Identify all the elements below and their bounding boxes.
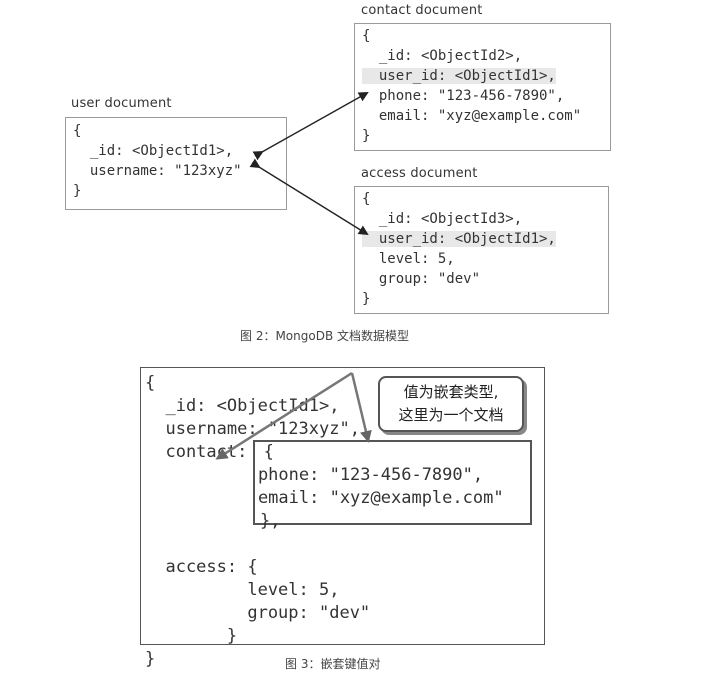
code-line: {	[362, 28, 371, 44]
contact-subdocument-highlight	[253, 440, 532, 525]
user-access-link-arrow	[249, 158, 369, 236]
figure3-caption: 图 3：嵌套键值对	[285, 657, 381, 671]
user-document-code: { _id: <ObjectId1>, username: "123xyz" }	[73, 121, 242, 201]
code-line: _id: <ObjectId3>,	[362, 211, 523, 227]
code-line: }	[145, 626, 238, 646]
code-line: email: "xyz@example.com"	[362, 108, 582, 124]
code-line: },	[260, 511, 281, 531]
code-line: level: 5,	[145, 580, 340, 600]
callout-pointer-to-key	[215, 371, 353, 460]
callout-line: 这里为一个文档	[398, 406, 504, 424]
contact-document-box	[354, 23, 611, 151]
user-document-label: user document	[71, 96, 172, 111]
code-line: username: "123xyz"	[73, 163, 242, 179]
code-line: phone: "123-456-7890",	[217, 465, 484, 485]
access-document-code: { _id: <ObjectId3>, user_id: <ObjectId1>…	[362, 189, 556, 309]
code-line: }	[145, 649, 156, 669]
code-line: access: {	[145, 557, 258, 577]
callout-pointer-to-value	[350, 372, 372, 443]
code-line: _id: <ObjectId2>,	[362, 48, 523, 64]
code-line: group: "dev"	[145, 603, 371, 623]
code-line: _id: <ObjectId1>,	[73, 143, 234, 159]
code-line: phone: "123-456-7890",	[362, 88, 565, 104]
user-contact-link-arrow	[252, 92, 369, 161]
code-line: level: 5,	[362, 251, 455, 267]
contact-document-label: contact document	[361, 3, 483, 18]
access-document-box	[354, 186, 609, 314]
contact-document-code: { _id: <ObjectId2>, user_id: <ObjectId1>…	[362, 26, 581, 146]
callout-line: 值为嵌套类型,	[403, 383, 499, 401]
embedded-document-code: { _id: <ObjectId1>, username: "123xyz", …	[145, 372, 504, 671]
code-line: {	[263, 442, 274, 462]
code-line: {	[145, 373, 156, 393]
code-line: {	[73, 123, 82, 139]
code-line: group: "dev"	[362, 271, 481, 287]
nested-type-callout: 值为嵌套类型, 这里为一个文档	[378, 376, 524, 432]
figure2-caption: 图 2：MongoDB 文档数据模型	[240, 329, 409, 343]
code-line: }	[362, 291, 371, 307]
code-line: username: "123xyz",	[145, 419, 360, 439]
code-line: }	[73, 183, 82, 199]
access-document-label: access document	[361, 166, 478, 181]
highlighted-code-line: user_id: <ObjectId1>,	[362, 68, 556, 84]
code-line: email: "xyz@example.com"	[217, 488, 504, 508]
highlighted-code-line: user_id: <ObjectId1>,	[362, 231, 556, 247]
